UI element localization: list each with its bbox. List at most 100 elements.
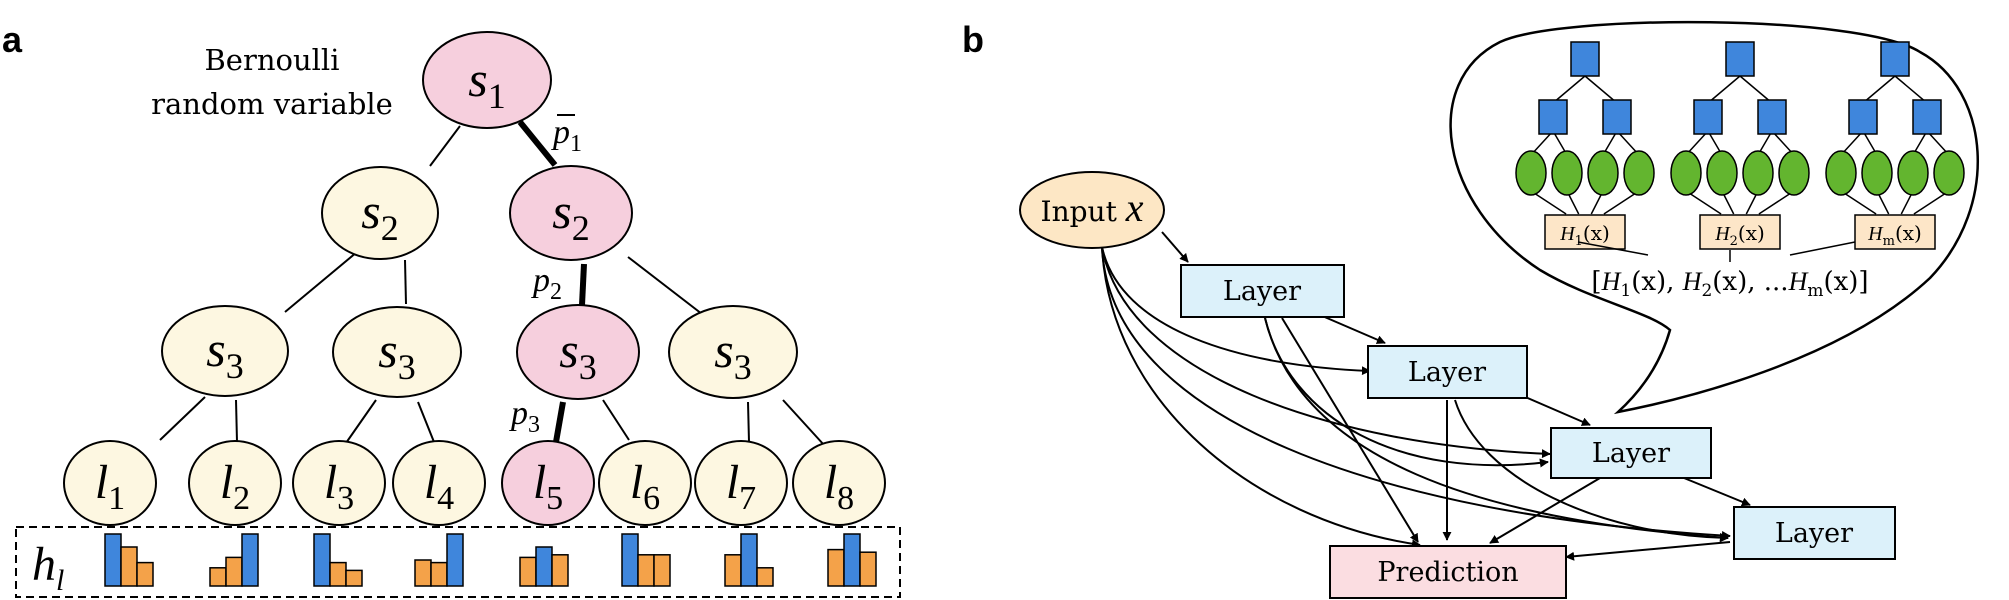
node-s3-4-shape xyxy=(668,305,798,399)
histogram-bar xyxy=(345,569,363,587)
tree-edge xyxy=(1584,75,1618,104)
layer-2-box xyxy=(1367,345,1528,399)
tree-split-node xyxy=(1538,99,1568,135)
layer-2-label: Layer xyxy=(1408,357,1486,388)
leaf-node-label: l7 xyxy=(726,456,756,517)
histogram-bar xyxy=(637,554,655,587)
node-s2-right-shape xyxy=(509,165,633,261)
arrow-layer2-layer4 xyxy=(1454,399,1729,543)
node-s1-label: s1 xyxy=(468,51,505,116)
prediction-node: Prediction xyxy=(1329,545,1567,599)
layer-4: Layer xyxy=(1733,506,1896,560)
leaf-node-label: l8 xyxy=(824,456,854,517)
tree-edge xyxy=(1530,190,1567,215)
arrow-input-layer1 xyxy=(1161,231,1189,263)
histogram-bar xyxy=(225,556,243,587)
leaf-node-3: l3 xyxy=(292,440,386,526)
input-node-label: Input x xyxy=(1041,185,1144,230)
tree-leaf-node xyxy=(1587,150,1619,196)
tree-3: Hm(x) xyxy=(1825,41,1965,250)
histogram-bar xyxy=(430,561,448,587)
histogram-bar xyxy=(724,554,742,587)
histogram-bar xyxy=(120,546,138,587)
arrow-layer1-layer4 xyxy=(1264,317,1729,542)
panel-a-label: a xyxy=(2,19,23,60)
leaf-node-label: l5 xyxy=(533,456,563,517)
layer-1-box xyxy=(1180,264,1345,318)
edge-s3-4-l8 xyxy=(782,399,825,446)
leaf-node-label: l3 xyxy=(324,456,354,517)
tree-split-node xyxy=(1880,41,1910,77)
histogram-bar xyxy=(756,567,774,587)
node-s2-right-label: s2 xyxy=(552,183,589,248)
h1-concat-line xyxy=(1577,241,1649,256)
leaf-node-label: l2 xyxy=(220,456,250,517)
histogram-4 xyxy=(414,533,464,587)
tree-output-box xyxy=(1699,214,1781,250)
tree-2: H2(x) xyxy=(1670,41,1810,250)
tree-output-label: H2(x) xyxy=(1714,221,1765,249)
histogram-bar xyxy=(551,554,569,587)
prediction-box xyxy=(1329,545,1567,599)
hl-label: hl xyxy=(32,538,64,597)
tree-edge xyxy=(1758,190,1795,215)
arrow-input-prediction xyxy=(1101,246,1421,549)
tree-split-node xyxy=(1570,41,1600,77)
tree-leaf-node xyxy=(1825,150,1857,196)
leaf-node-7: l7 xyxy=(694,440,788,526)
edge-s1-s2right-selected xyxy=(517,120,558,167)
node-s3-2-label: s3 xyxy=(378,322,415,387)
layer-2: Layer xyxy=(1367,345,1528,399)
histogram-6 xyxy=(621,533,671,587)
edge-s1-s2left xyxy=(429,125,461,167)
arrow-input-layer4 xyxy=(1101,246,1731,541)
layer-4-box xyxy=(1733,506,1896,560)
leaf-node-shape xyxy=(501,440,595,526)
histogram-bar xyxy=(859,551,877,587)
leaf-node-5: l5 xyxy=(501,440,595,526)
tree-leaf-node xyxy=(1778,150,1810,196)
input-node: Input x xyxy=(1019,171,1165,249)
leaf-node-shape xyxy=(188,440,282,526)
edge-label-p3: p3 xyxy=(509,395,540,438)
bernoulli-label-line1: Bernoulli xyxy=(205,43,340,77)
node-s3-3-shape xyxy=(516,304,640,400)
panel-a: a Bernoulli random variable s1 p1 xyxy=(2,19,901,598)
tree-1: H1(x) xyxy=(1515,41,1655,250)
tree-leaf-node xyxy=(1515,150,1547,196)
tree-output-label: H1(x) xyxy=(1559,221,1610,249)
hm-concat-line xyxy=(1789,241,1856,256)
edge-s3-4-l7 xyxy=(747,401,750,443)
arrow-layer3-layer4 xyxy=(1683,477,1751,507)
histogram-bar xyxy=(209,567,227,587)
h-to-concat-lines xyxy=(1577,241,1856,262)
tree-leaf-node xyxy=(1861,150,1893,196)
tree-edge xyxy=(1707,75,1741,104)
node-s2-right: s2 xyxy=(509,165,633,261)
tree-output-box xyxy=(1854,214,1936,250)
leaf-node-shape xyxy=(598,440,692,526)
arrow-input-layer3 xyxy=(1101,246,1551,459)
node-s3-1-shape xyxy=(161,305,289,397)
edge-label-p2: p2 xyxy=(531,262,562,305)
tree-edge xyxy=(1913,190,1950,215)
leaf-node-label: l1 xyxy=(95,456,125,517)
edge-s2left-s3-1 xyxy=(284,251,358,313)
input-node-shape xyxy=(1019,171,1165,249)
edge-s3-2-l3 xyxy=(345,399,377,444)
leaf-node-4: l4 xyxy=(392,440,486,526)
histogram-bar xyxy=(621,533,639,587)
histogram-bar xyxy=(104,533,122,587)
tree-edge xyxy=(1552,75,1586,104)
edge-s2right-s3-3-selected xyxy=(579,263,587,306)
tree-ensemble: H1(x) H2(x) Hm(x) xyxy=(1515,41,1965,250)
tree-leaf-node xyxy=(1933,150,1965,196)
tree-leaf-node xyxy=(1742,150,1774,196)
tree-split-node xyxy=(1602,99,1632,135)
node-s3-2: s3 xyxy=(332,306,462,398)
node-s3-3-label: s3 xyxy=(559,322,596,387)
leaf-node-shape xyxy=(292,440,386,526)
node-s3-2-shape xyxy=(332,306,462,398)
edge-s3-1-l1 xyxy=(159,396,206,441)
